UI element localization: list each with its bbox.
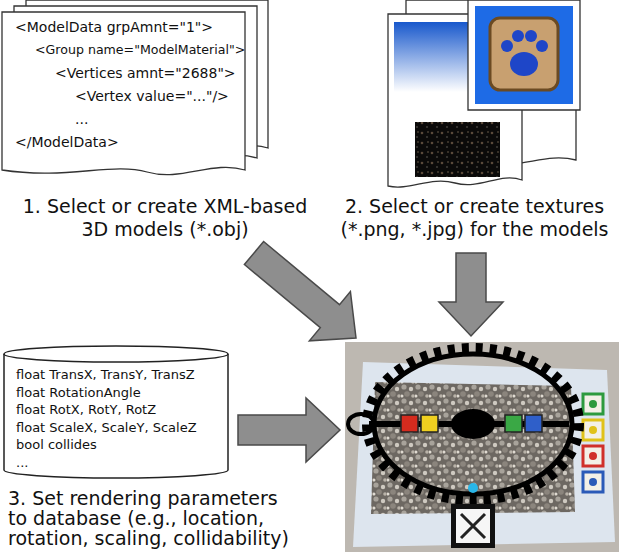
database-cylinder: float TransX, TransY, TransZfloat Rotati… xyxy=(0,344,232,480)
block-arrow xyxy=(238,398,340,462)
code-line: ... xyxy=(16,454,28,471)
code-line: <Vertex value="..."/> xyxy=(75,87,229,105)
block-arrow xyxy=(439,253,503,336)
step-caption: 2. Select or create textures (*.png, *.j… xyxy=(332,195,617,241)
step-caption: 3. Set rendering parameters to database … xyxy=(8,488,298,548)
code-line: float ScaleX, ScaleY, ScaleZ xyxy=(16,419,197,436)
code-line: float RotX, RotY, RotZ xyxy=(16,401,156,418)
texture-pages xyxy=(330,0,619,192)
code-line: </ModelData> xyxy=(15,133,119,151)
code-line: <ModelData grpAmnt="1"> xyxy=(15,18,213,36)
ar-scene-photo xyxy=(345,342,619,552)
code-line: ... xyxy=(75,110,88,128)
code-line: bool collides xyxy=(16,436,97,453)
texture-stack: 2. Select or create textures (*.png, *.j… xyxy=(330,0,619,245)
code-line: float RotationAngle xyxy=(16,384,141,401)
step-caption: 1. Select or create XML-based 3D models … xyxy=(15,195,315,241)
code-line: <Vertices amnt="2688"> xyxy=(55,64,236,82)
document-stack: <ModelData grpAmnt="1"> <Group name="Mode… xyxy=(0,0,330,245)
code-line: float TransX, TransY, TransZ xyxy=(16,366,195,383)
code-line: <Group name="ModelMaterial"> xyxy=(35,41,245,59)
block-arrow xyxy=(244,242,356,341)
